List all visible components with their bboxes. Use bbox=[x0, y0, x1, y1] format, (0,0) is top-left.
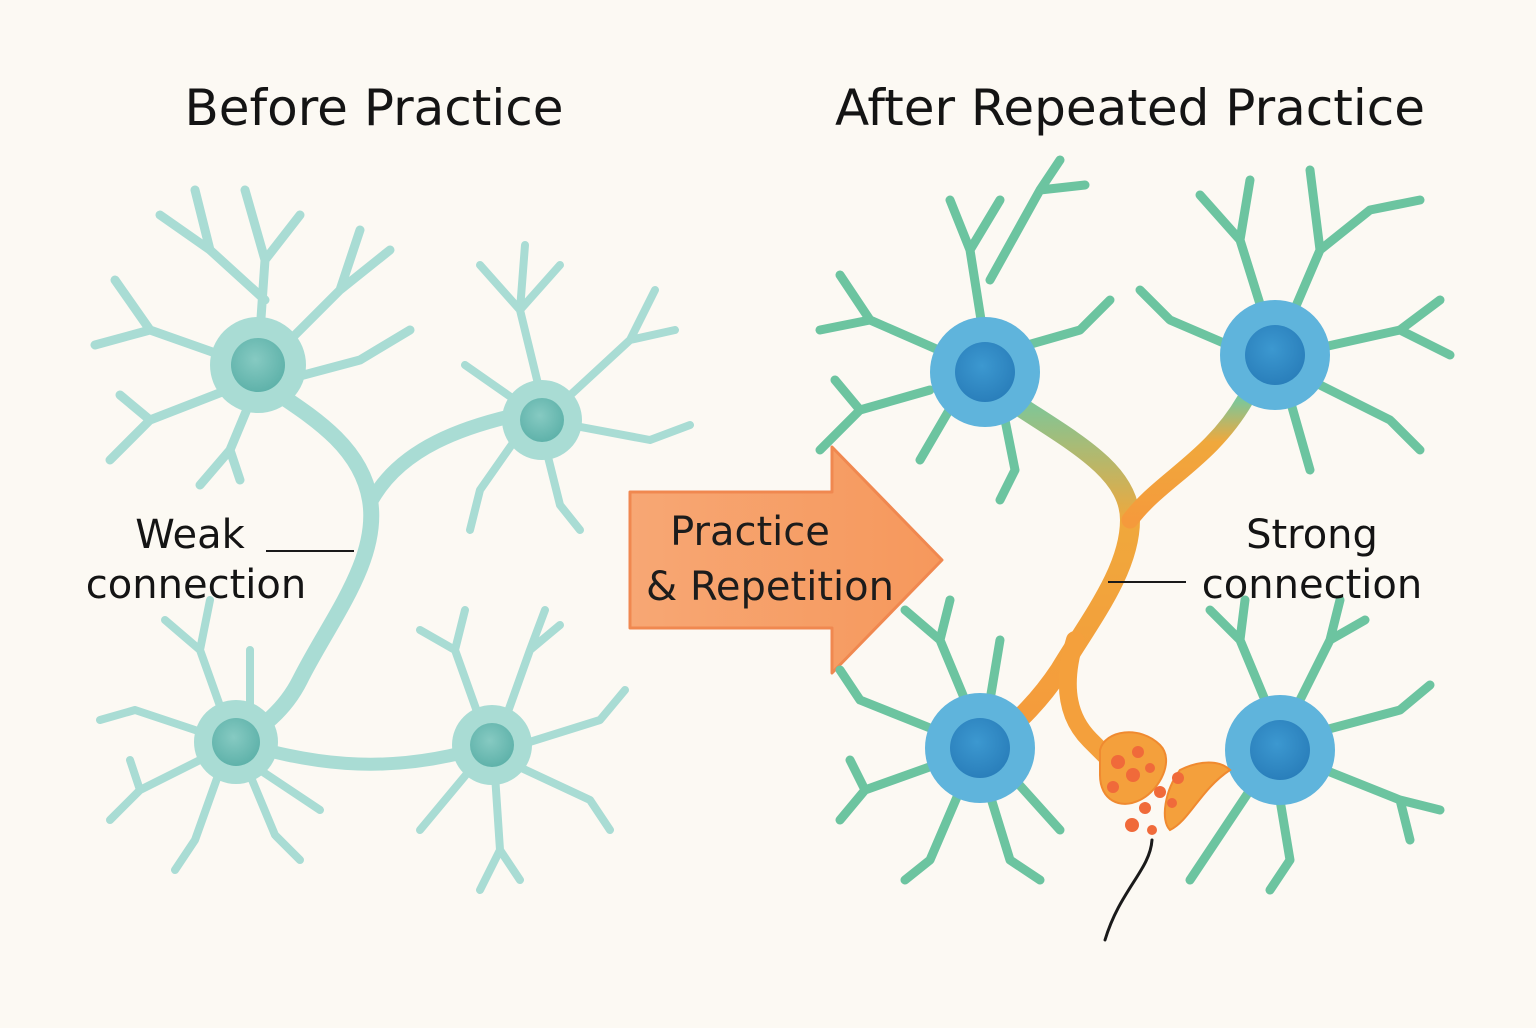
before-panel: Weak connection Before Practice bbox=[86, 79, 694, 894]
neuron-icon bbox=[835, 595, 1065, 885]
neuron-icon bbox=[1185, 595, 1445, 895]
neuron-icon bbox=[461, 241, 694, 534]
neuron-icon bbox=[416, 606, 629, 894]
weak-label-line2: connection bbox=[86, 562, 306, 608]
weak-label-line1: Weak bbox=[135, 512, 245, 558]
after-panel: Strong connection After Repeated Practic… bbox=[815, 79, 1455, 942]
neuron-icon bbox=[90, 185, 415, 490]
before-title: Before Practice bbox=[184, 79, 563, 137]
arrow-right-icon: Practice & Repetition bbox=[628, 445, 944, 675]
arrow-label-line2: & Repetition bbox=[646, 564, 894, 610]
synapse-icon bbox=[1099, 731, 1232, 942]
strong-label-line1: Strong bbox=[1246, 512, 1378, 558]
neuron-icon bbox=[1135, 165, 1455, 475]
neuron-icon bbox=[96, 596, 324, 874]
arrow-label-line1: Practice bbox=[670, 509, 830, 555]
after-title: After Repeated Practice bbox=[835, 79, 1425, 137]
neuron-icon bbox=[815, 155, 1115, 505]
strong-label-line2: connection bbox=[1202, 562, 1422, 608]
